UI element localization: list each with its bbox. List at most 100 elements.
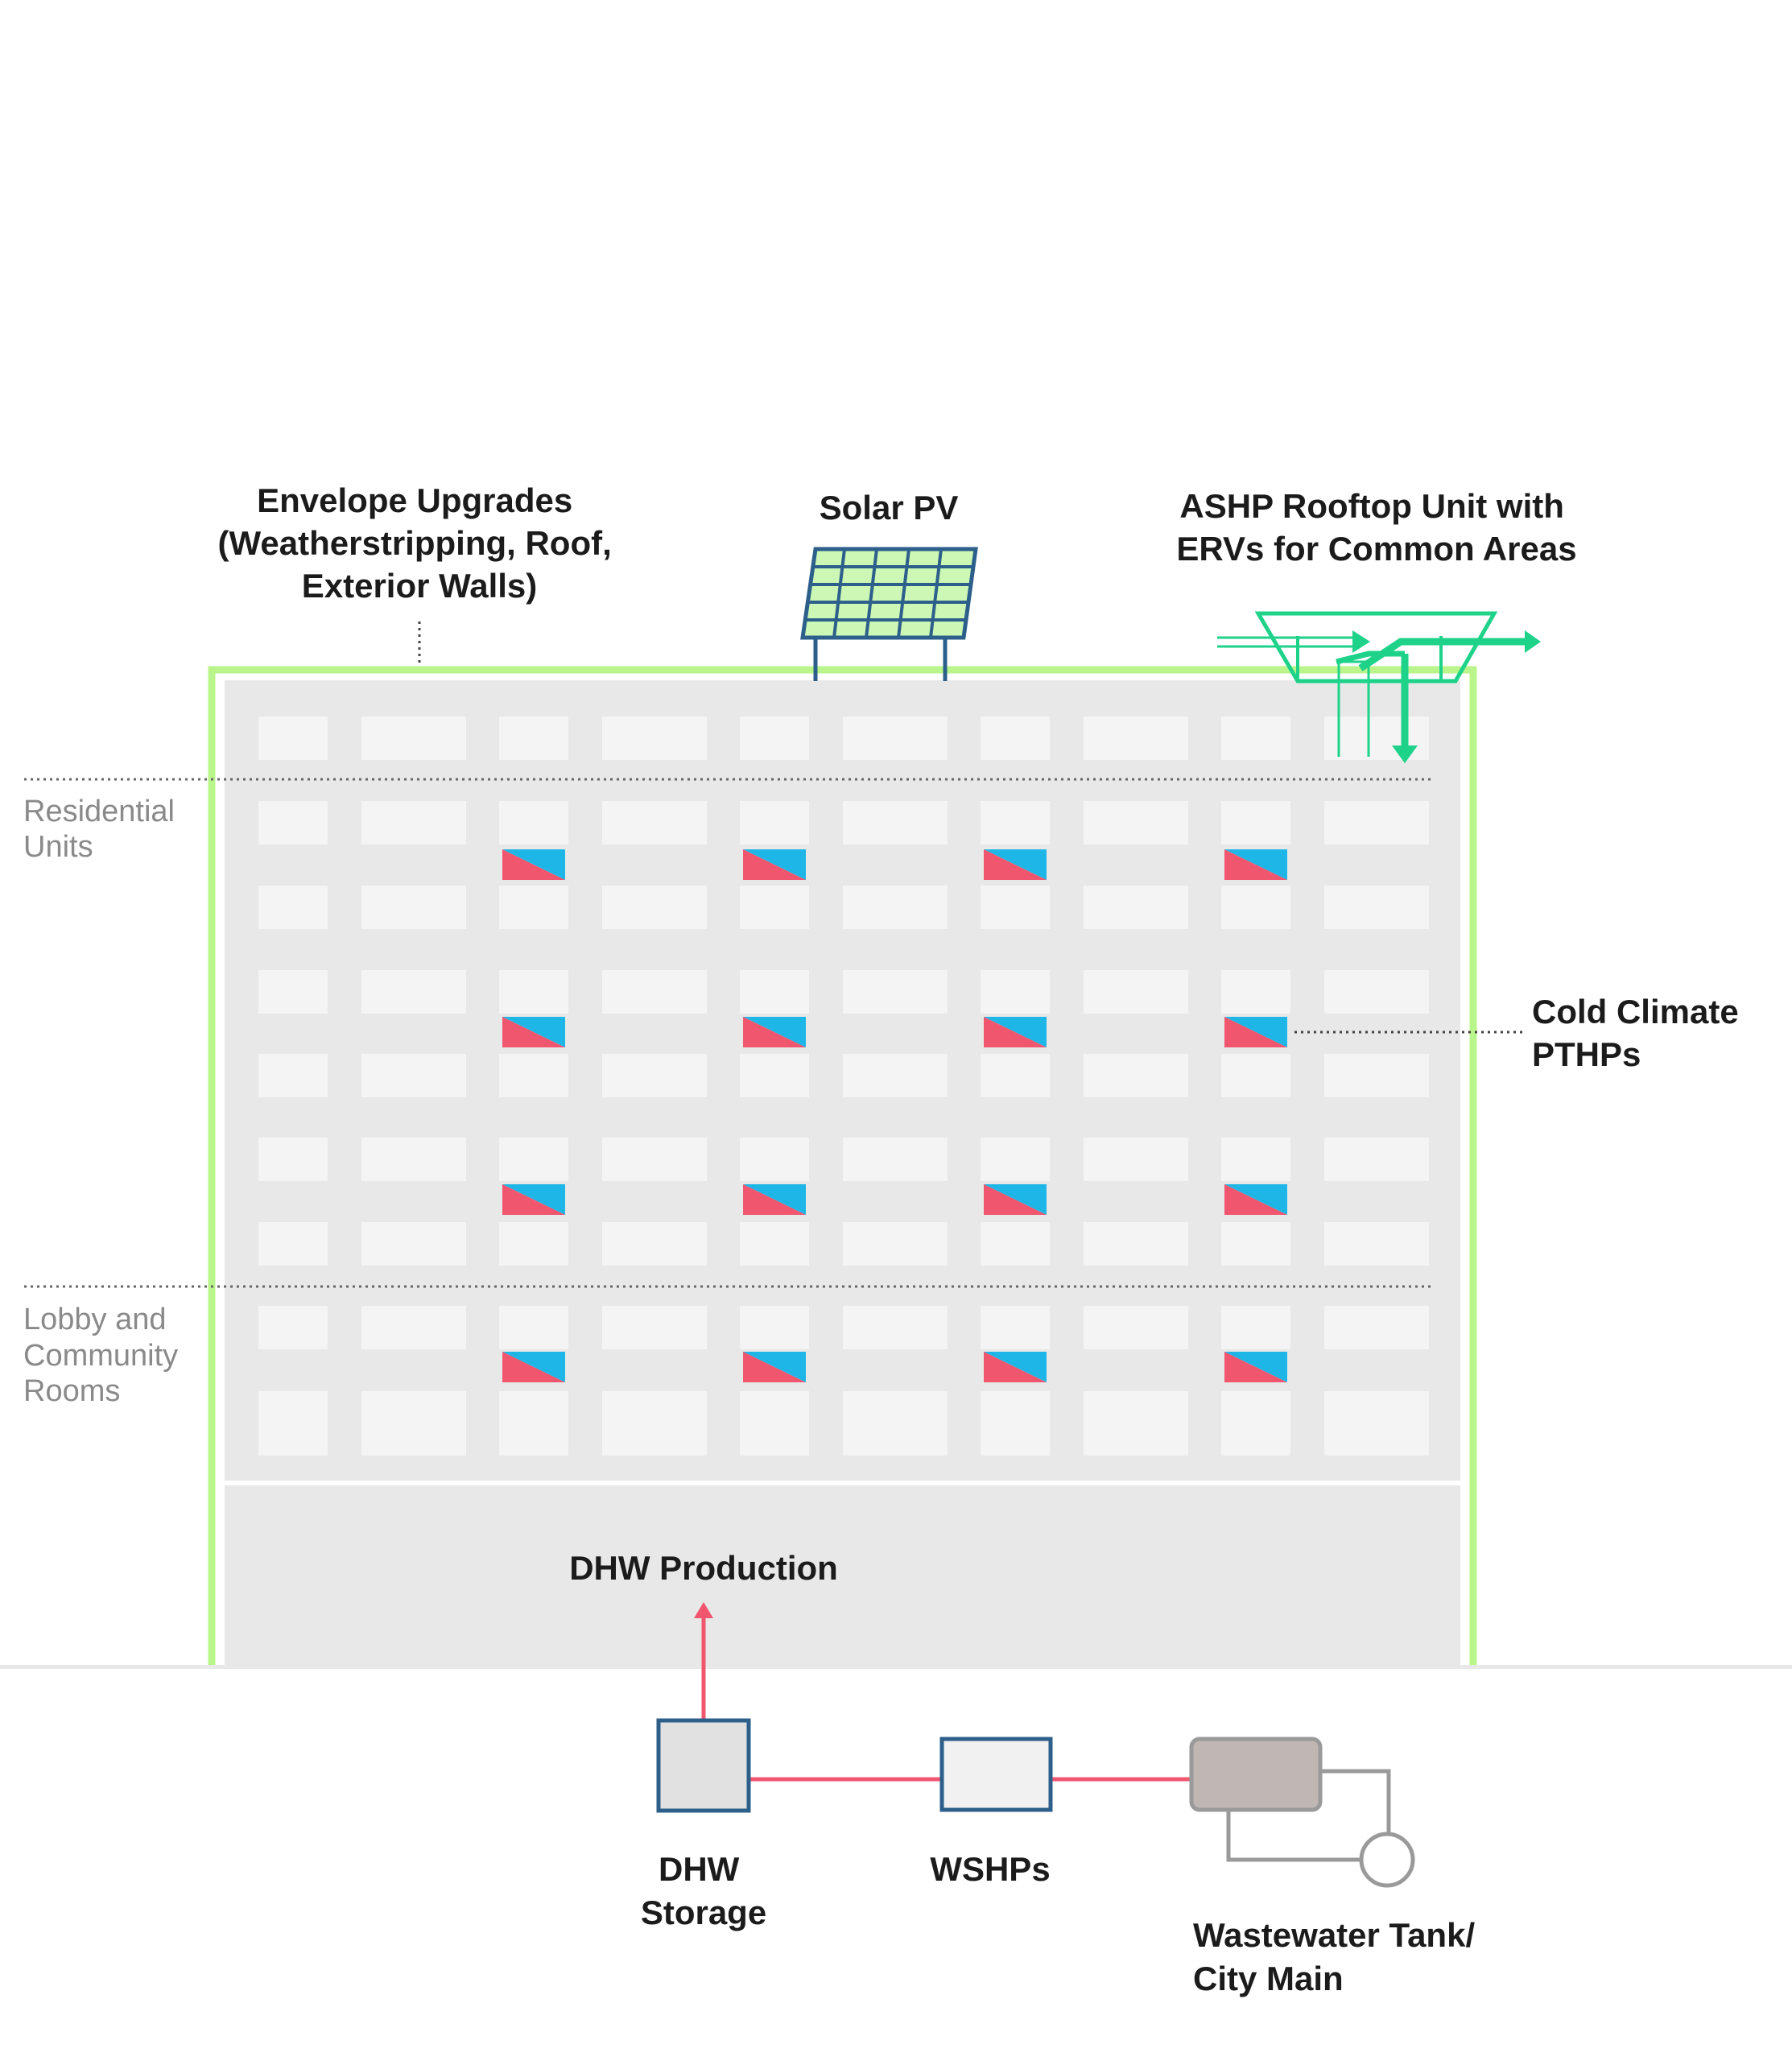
pthp-label: Cold Climate PTHPs — [1532, 993, 1748, 1073]
lobby-label-line-1: Lobby and — [23, 1303, 167, 1336]
window-r6-c6 — [981, 1222, 1050, 1266]
pthp-unit-icon — [743, 1017, 806, 1047]
envelope-outline — [208, 666, 1477, 1665]
window-r4-c1 — [361, 1054, 466, 1097]
window-r5-c2 — [499, 1138, 568, 1181]
window-r4-c9 — [1324, 1054, 1429, 1097]
window-r8-c2 — [499, 1391, 568, 1456]
window-r4-c8 — [1221, 1054, 1290, 1097]
wastewater-label-line-2: City Main — [1193, 1960, 1344, 1997]
window-r7-c6 — [981, 1306, 1050, 1349]
window-r1-c0 — [258, 801, 328, 845]
residential-label-line-2: Units — [23, 830, 93, 864]
wastewater-tank-icon — [1189, 1737, 1391, 1862]
pthp-unit-icon — [1224, 1184, 1287, 1215]
window-r0-c8 — [1221, 717, 1290, 760]
ashp-label-line-2: ERVs for Common Areas — [1176, 530, 1576, 568]
window-r8-c0 — [258, 1391, 328, 1456]
dhw-production-label: DHW Production — [569, 1549, 838, 1587]
window-r8-c6 — [981, 1391, 1050, 1456]
ashp-label-line-1: ASHP Rooftop Unit with — [1179, 487, 1563, 525]
pthp-unit-icon — [984, 1017, 1047, 1047]
window-r6-c8 — [1221, 1222, 1290, 1266]
envelope-label-line-2: (Weatherstripping, Roof, — [218, 524, 612, 562]
solar-panel-icon — [800, 547, 978, 681]
window-r1-c2 — [499, 801, 568, 845]
window-r6-c7 — [1084, 1222, 1188, 1266]
window-r1-c7 — [1084, 801, 1188, 845]
window-r1-c5 — [843, 801, 948, 845]
window-r5-c5 — [843, 1138, 948, 1181]
window-r3-c2 — [499, 970, 568, 1014]
window-r6-c1 — [361, 1222, 466, 1266]
window-r2-c6 — [981, 886, 1050, 929]
window-r5-c4 — [740, 1138, 809, 1181]
window-r6-c0 — [258, 1222, 328, 1266]
pthp-unit-icon — [502, 1352, 565, 1382]
pthp-unit-icon — [743, 849, 806, 880]
pthp-label-line-2: PTHPs — [1532, 1035, 1641, 1073]
window-r7-c4 — [740, 1306, 809, 1349]
window-r2-c9 — [1324, 886, 1429, 929]
window-r7-c2 — [499, 1306, 568, 1349]
window-r0-c4 — [740, 717, 809, 760]
window-r1-c4 — [740, 801, 809, 845]
window-r0-c7 — [1084, 717, 1188, 760]
solar-label: Solar PV — [820, 489, 959, 527]
window-r7-c1 — [361, 1306, 466, 1349]
window-r7-c3 — [602, 1306, 707, 1349]
window-r2-c2 — [499, 886, 568, 929]
window-r5-c3 — [602, 1138, 707, 1181]
window-r1-c6 — [981, 801, 1050, 845]
window-r7-c0 — [258, 1306, 328, 1349]
window-r0-c6 — [981, 717, 1050, 760]
window-r7-c8 — [1221, 1306, 1290, 1349]
window-r8-c9 — [1324, 1391, 1429, 1456]
window-r8-c4 — [740, 1391, 809, 1456]
window-r6-c9 — [1324, 1222, 1429, 1266]
window-r4-c2 — [499, 1054, 568, 1097]
pthp-unit-icon — [984, 849, 1047, 880]
envelope-label: Envelope Upgrades (Weatherstripping, Roo… — [218, 481, 621, 605]
window-r8-c1 — [361, 1391, 466, 1456]
dhw-storage-label: DHW Storage — [641, 1850, 766, 1931]
window-r5-c8 — [1221, 1138, 1290, 1181]
window-r0-c0 — [258, 717, 328, 760]
window-r5-c9 — [1324, 1138, 1429, 1181]
window-r6-c4 — [740, 1222, 809, 1266]
window-r4-c4 — [740, 1054, 809, 1097]
window-r6-c2 — [499, 1222, 568, 1266]
window-r0-c2 — [499, 717, 568, 760]
window-r2-c3 — [602, 886, 707, 929]
residential-label-line-1: Residential — [23, 795, 175, 828]
lobby-label-line-3: Rooms — [23, 1374, 120, 1408]
dhw-supply-arrowhead — [694, 1602, 713, 1618]
pthp-unit-icon — [984, 1352, 1047, 1382]
rooftop-unit-icon — [1217, 611, 1541, 763]
mechanical-floor — [225, 1485, 1460, 1667]
window-r2-c5 — [843, 886, 948, 929]
lobby-label-line-2: Community — [23, 1339, 178, 1373]
wshp-label: WSHPs — [930, 1850, 1050, 1888]
window-r8-c3 — [602, 1391, 707, 1456]
window-r3-c4 — [740, 970, 809, 1014]
window-r2-c4 — [740, 886, 809, 929]
window-r6-c3 — [602, 1222, 707, 1266]
pthp-units-group — [502, 849, 1287, 1382]
window-r3-c3 — [602, 970, 707, 1014]
ashp-label: ASHP Rooftop Unit with ERVs for Common A… — [1176, 487, 1576, 568]
window-r2-c7 — [1084, 886, 1188, 929]
window-r4-c5 — [843, 1054, 948, 1097]
window-r3-c9 — [1324, 970, 1429, 1014]
window-r8-c8 — [1221, 1391, 1290, 1456]
window-r0-c1 — [361, 717, 466, 760]
envelope-label-line-3: Exterior Walls) — [302, 567, 538, 605]
pthp-unit-icon — [1224, 1017, 1287, 1047]
window-r5-c1 — [361, 1138, 466, 1181]
pthp-unit-icon — [502, 1017, 565, 1047]
window-r6-c5 — [843, 1222, 948, 1266]
pthp-unit-icon — [743, 1352, 806, 1382]
window-r1-c8 — [1221, 801, 1290, 845]
